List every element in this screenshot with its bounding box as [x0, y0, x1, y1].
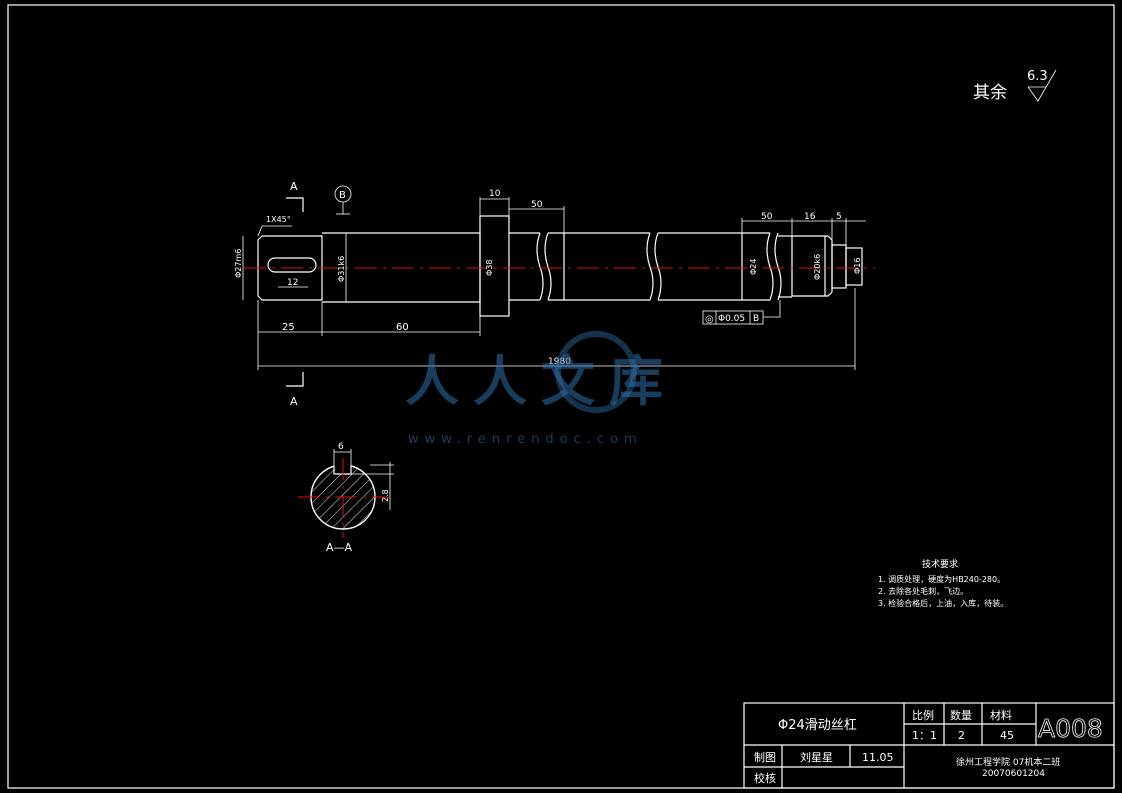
dim-collar: Φ38	[485, 260, 494, 276]
roughness-symbol	[1027, 69, 1057, 102]
school: 徐州工程学院 07机本二班	[956, 756, 1060, 768]
section-key-width: 6	[338, 442, 344, 452]
shaft-outline	[257, 215, 863, 317]
tech-title: 技术要求	[922, 558, 958, 570]
dim-len-50b: 50	[761, 212, 773, 222]
roughness-value: 6.3	[1027, 69, 1048, 84]
datum-label: B	[339, 190, 346, 201]
dim-key-length: 12	[287, 278, 298, 288]
drawing-number: A008	[1038, 714, 1103, 743]
section-arrow-top: A	[286, 180, 304, 212]
section-title: A—A	[326, 541, 353, 554]
watermark-text: 人人文库	[405, 350, 677, 413]
dim-len-16: 16	[804, 212, 816, 222]
part-name: Φ24滑动丝杠	[778, 717, 857, 733]
scale-value: 1：1	[912, 729, 937, 742]
dim-len-total: 1980	[548, 357, 571, 367]
qty-label: 数量	[950, 709, 972, 722]
section-mark-top: A	[290, 180, 298, 193]
roughness-label: 其余	[973, 83, 1007, 103]
watermark-url: www.renrendoc.com	[408, 432, 643, 447]
drawn-by: 刘星星	[800, 751, 833, 764]
student-id: 20070601204	[982, 769, 1045, 779]
section-depth: 2.8	[381, 489, 390, 502]
tolerance-value: Φ0.05	[718, 314, 745, 324]
drawn-date: 11.05	[862, 751, 894, 764]
tech-requirements: 技术要求 1. 调质处理，硬度为HB240-280。 2. 去除各处毛刺，飞边。…	[878, 558, 1008, 608]
tolerance-symbol: ◎	[705, 314, 714, 325]
dim-left-end: Φ27m6	[234, 249, 243, 278]
dim-len-50a: 50	[531, 200, 543, 210]
datum-b: B	[334, 185, 352, 215]
dim-journal: Φ20k6	[813, 254, 822, 280]
chamfer-note: 1X45°	[266, 215, 291, 224]
section-arrow-bottom: A	[286, 372, 304, 408]
checked-label: 校核	[754, 771, 776, 785]
dim-len-60: 60	[396, 322, 409, 333]
tech-item-1: 1. 调质处理，硬度为HB240-280。	[878, 574, 1005, 584]
dim-len-25: 25	[282, 322, 295, 333]
tolerance-datum: B	[753, 314, 759, 324]
section-view: 6 2.8 A—A	[298, 442, 394, 554]
title-block: Φ24滑动丝杠 比例 1：1 数量 2 材料 45 A008 制图 刘星星 11…	[743, 702, 1115, 789]
material-label: 材料	[990, 708, 1012, 722]
material-value: 45	[1000, 729, 1014, 742]
tech-item-2: 2. 去除各处毛刺，飞边。	[878, 586, 968, 596]
tolerance-frame: ◎ Φ0.05 B	[702, 300, 781, 325]
watermark: 人人文库 www.renrendoc.com	[405, 331, 677, 447]
drawn-label: 制图	[754, 751, 776, 764]
scale-label: 比例	[912, 708, 934, 722]
dim-shoulder: Φ31k6	[337, 256, 346, 282]
dim-len-10: 10	[489, 189, 501, 199]
qty-value: 2	[958, 729, 965, 742]
dim-len-5: 5	[836, 212, 842, 222]
tech-item-3: 3. 检验合格后，上油，入库，待装。	[878, 598, 1008, 608]
dim-tip: Φ16	[853, 258, 862, 274]
drawing-border	[7, 4, 1115, 789]
section-mark-bottom: A	[290, 395, 298, 408]
dim-thread: Φ24	[749, 259, 758, 275]
